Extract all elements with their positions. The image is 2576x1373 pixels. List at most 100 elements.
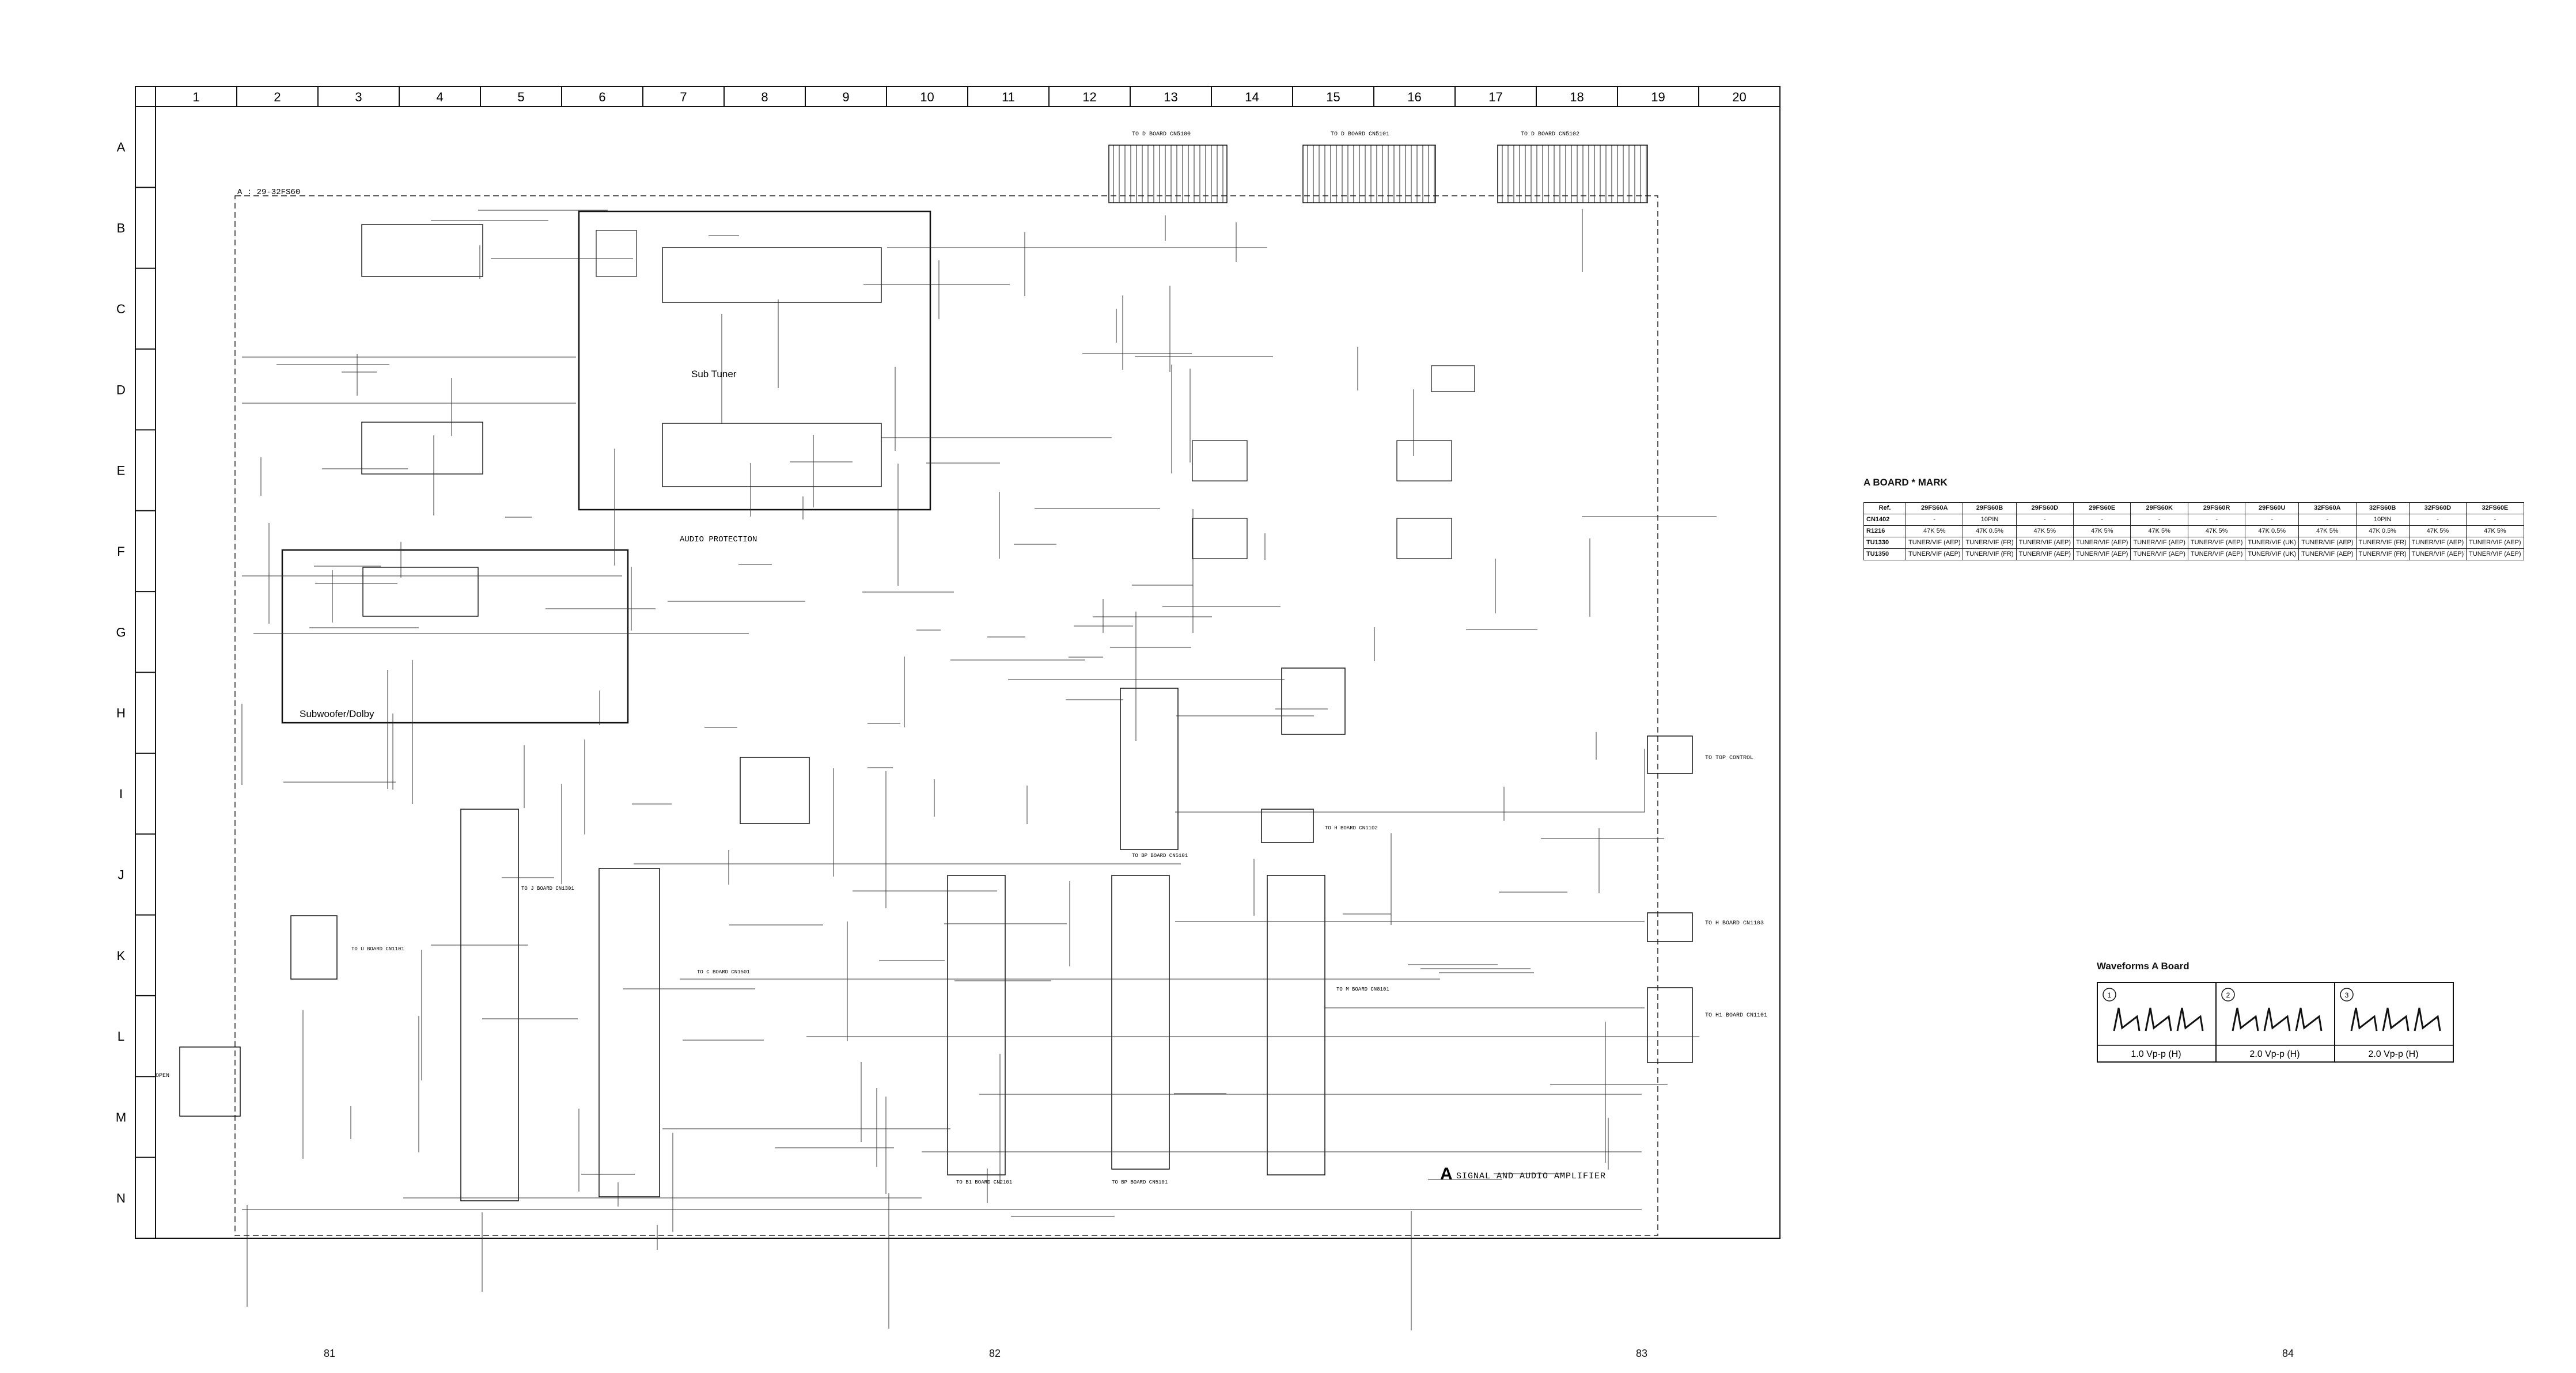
board-mark-header-cell: 29FS60K — [2130, 502, 2188, 514]
board-mark-cell: TUNER/VIF (AEP) — [2466, 537, 2524, 549]
subwoofer-dolby-block — [281, 549, 629, 724]
connector-label: TO D BOARD CN5102 — [1521, 131, 1579, 138]
board-mark-cell: TUNER/VIF (AEP) — [2016, 548, 2074, 560]
board-mark-cell: - — [2016, 514, 2074, 526]
column-ticks — [236, 86, 1699, 107]
board-mark-title: A BOARD * MARK — [1863, 477, 1948, 488]
board-mark-cell: R1216 — [1863, 525, 1906, 537]
board-mark-cell: TU1330 — [1863, 537, 1906, 549]
column-label: 6 — [598, 90, 605, 104]
board-mark-cell: 10PIN — [1963, 514, 2017, 526]
frame-label: A : 29-32FS60 — [237, 188, 300, 197]
board-letter: A — [1440, 1165, 1453, 1184]
board-mark-cell: TUNER/VIF (AEP) — [1905, 548, 1964, 560]
column-label: 8 — [761, 90, 768, 104]
waveform-caption: 1.0 Vp-p (H) — [2131, 1049, 2181, 1059]
board-mark-cell: 47K 5% — [2187, 525, 2246, 537]
row-ticks — [135, 187, 156, 1158]
board-mark-cell: 47K 5% — [2466, 525, 2524, 537]
audio-protection-label: AUDIO PROTECTION — [680, 535, 757, 544]
board-mark-cell: TUNER/VIF (FR) — [1963, 537, 2017, 549]
page-number: 84 — [2282, 1348, 2294, 1359]
board-mark-cell: TUNER/VIF (AEP) — [2187, 537, 2246, 549]
board-mark-cell: 47K 5% — [2298, 525, 2357, 537]
board-mark-cell: TUNER/VIF (AEP) — [2408, 537, 2467, 549]
board-mark-cell: TUNER/VIF (FR) — [2355, 537, 2410, 549]
board-mark-cell: TUNER/VIF (AEP) — [2187, 548, 2246, 560]
connector-label: TO U BOARD CN1101 — [351, 946, 404, 952]
column-label: 13 — [1164, 90, 1177, 104]
tuner-ic — [596, 230, 637, 277]
board-mark-cell: 47K 5% — [1905, 525, 1964, 537]
board-mark-cell: TUNER/VIF (AEP) — [2298, 548, 2357, 560]
row-label: C — [116, 302, 126, 316]
board-mark-cell: 47K 5% — [2073, 525, 2131, 537]
board-mark-header-cell: 32FS60E — [2466, 502, 2524, 514]
row-label: F — [117, 544, 124, 559]
bp-board-connector-bottom — [1111, 875, 1170, 1170]
drawing-frame — [135, 86, 1781, 1239]
board-mark-cell: TUNER/VIF (UK) — [2245, 537, 2300, 549]
board-mark-cell: 47K 5% — [2408, 525, 2467, 537]
row-label: G — [116, 625, 126, 639]
board-mark-header-cell: 29FS60B — [1963, 502, 2017, 514]
board-mark-cell: TUNER/VIF (AEP) — [2130, 537, 2188, 549]
waveform-marker-number: 3 — [2345, 991, 2349, 999]
column-label: 12 — [1082, 90, 1096, 104]
board-mark-cell: TUNER/VIF (AEP) — [2466, 548, 2524, 560]
board-mark-cell: - — [2408, 514, 2467, 526]
page-number: 81 — [324, 1348, 336, 1359]
column-label: 20 — [1732, 90, 1746, 104]
column-label: 16 — [1407, 90, 1421, 104]
sub-tuner-label: Sub Tuner — [691, 369, 737, 380]
row-label: E — [117, 464, 126, 478]
connector-label: TO D BOARD CN5101 — [1331, 131, 1389, 138]
board-mark-cell: 47K 5% — [2130, 525, 2188, 537]
row-label: K — [117, 949, 126, 963]
column-label: 5 — [517, 90, 524, 104]
board-mark-header-cell: 29FS60E — [2073, 502, 2131, 514]
board-mark-cell: TUNER/VIF (AEP) — [2130, 548, 2188, 560]
u-board-connector — [290, 915, 338, 980]
row-label: M — [116, 1110, 126, 1124]
waveform-marker — [2340, 988, 2354, 1002]
board-mark-cell: 47K 0.5% — [1963, 525, 2017, 537]
board-mark-header-cell: 29FS60A — [1905, 502, 1964, 514]
waveform-marker — [2103, 988, 2116, 1002]
m-board-connector — [1267, 875, 1325, 1175]
row-label: L — [118, 1029, 124, 1044]
board-mark-header-cell: 32FS60A — [2298, 502, 2357, 514]
connector-label: TO C BOARD CN1501 — [697, 969, 750, 975]
board-mark-header-cell: 29FS60R — [2187, 502, 2246, 514]
board-outline — [234, 195, 1658, 1236]
board-mark-cell: TUNER/VIF (AEP) — [2016, 537, 2074, 549]
connector-label: TO H1 BOARD CN1101 — [1705, 1012, 1767, 1019]
connector-label: TO B1 BOARD CN2101 — [956, 1179, 1012, 1185]
open-connector — [179, 1046, 241, 1117]
subwoofer-label: Subwoofer/Dolby — [300, 708, 374, 719]
board-mark-cell: - — [2130, 514, 2188, 526]
column-label: 1 — [192, 90, 199, 104]
column-label: 18 — [1570, 90, 1584, 104]
h-board-small-connector — [1261, 809, 1314, 843]
row-label: I — [119, 787, 123, 801]
waveform-trace — [2232, 1007, 2323, 1031]
board-mark-header-cell: 32FS60D — [2408, 502, 2467, 514]
column-label: 11 — [1002, 90, 1015, 104]
connector-label: TO D BOARD CN5100 — [1132, 131, 1191, 138]
board-mark-cell: - — [2298, 514, 2357, 526]
board-mark-cell: 47K 5% — [2016, 525, 2074, 537]
board-mark-cell: - — [1905, 514, 1964, 526]
row-label: N — [116, 1191, 126, 1205]
connector-label: TO H BOARD CN1103 — [1705, 920, 1764, 927]
row-label: J — [118, 867, 124, 882]
connector-bank-cn5101: TO D BOARD CN5101 — [1302, 131, 1436, 203]
board-mark-cell: - — [2187, 514, 2246, 526]
page-number: 82 — [989, 1348, 1001, 1359]
connector-label: TO BP BOARD CN5101 — [1112, 1179, 1168, 1185]
